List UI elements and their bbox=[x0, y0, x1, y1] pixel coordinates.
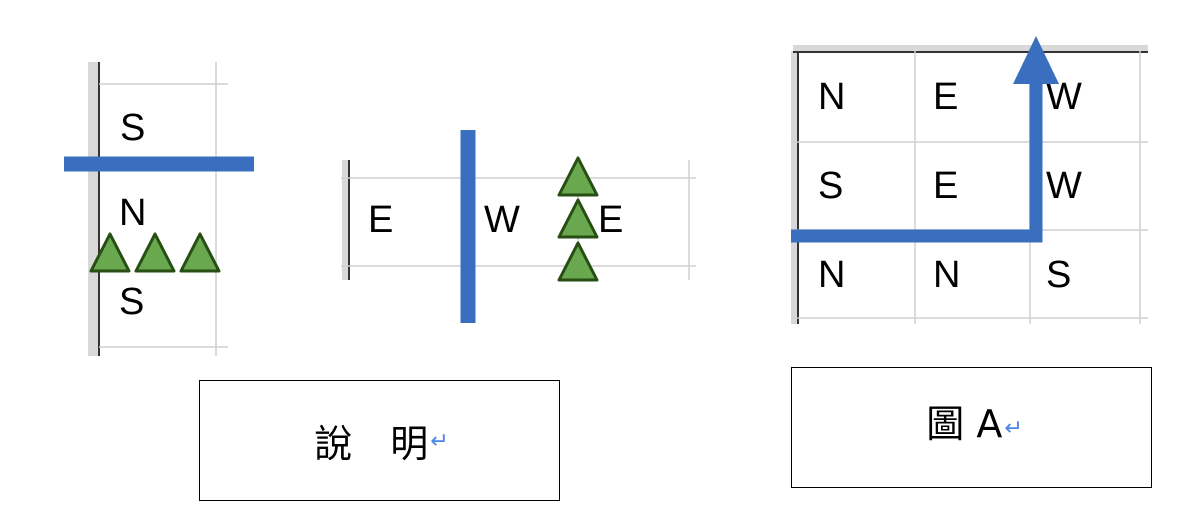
green-triangle-icon bbox=[557, 198, 599, 239]
cell-text: W bbox=[484, 199, 520, 241]
cell-text: N bbox=[818, 76, 845, 118]
green-triangle-icon bbox=[89, 232, 131, 273]
cell-text: E bbox=[933, 76, 958, 118]
horizontal-example: E W E bbox=[341, 130, 696, 323]
figure-a-caption-box: 圖 A↵ bbox=[791, 367, 1152, 488]
cell-text: E bbox=[598, 199, 623, 241]
cell-text: S bbox=[119, 281, 144, 323]
cell-text: E bbox=[933, 165, 958, 207]
cell-text: N bbox=[119, 192, 146, 234]
cell-text: E bbox=[368, 199, 393, 241]
figure-a-caption: 圖 A bbox=[926, 402, 1003, 446]
sheet-edge bbox=[88, 62, 98, 356]
explanation-caption-box: 說 明↵ bbox=[199, 380, 560, 501]
cell-text: S bbox=[818, 165, 843, 207]
green-triangle-icon bbox=[557, 241, 599, 282]
cell-text: W bbox=[1046, 165, 1082, 207]
cell-text: S bbox=[1046, 254, 1071, 296]
green-triangle-icon bbox=[179, 232, 221, 273]
blue-up-arrow-icon bbox=[1013, 36, 1059, 84]
sheet-edge bbox=[793, 45, 1148, 51]
explanation-caption: 說 明 bbox=[314, 422, 429, 466]
sheet-edge bbox=[342, 160, 350, 280]
cell-text: N bbox=[933, 254, 960, 296]
return-mark-icon: ↵ bbox=[430, 427, 449, 453]
figure-a-grid: N E W S E W N N S bbox=[791, 36, 1148, 324]
green-triangle-icon bbox=[134, 232, 176, 273]
sheet-edge bbox=[791, 51, 798, 324]
vertical-example: S N S bbox=[64, 62, 254, 356]
return-mark-icon: ↵ bbox=[1004, 414, 1023, 440]
cell-text: S bbox=[120, 107, 145, 149]
cell-text: N bbox=[818, 254, 845, 296]
path-line bbox=[791, 80, 1043, 243]
green-triangle-icon bbox=[557, 156, 599, 197]
